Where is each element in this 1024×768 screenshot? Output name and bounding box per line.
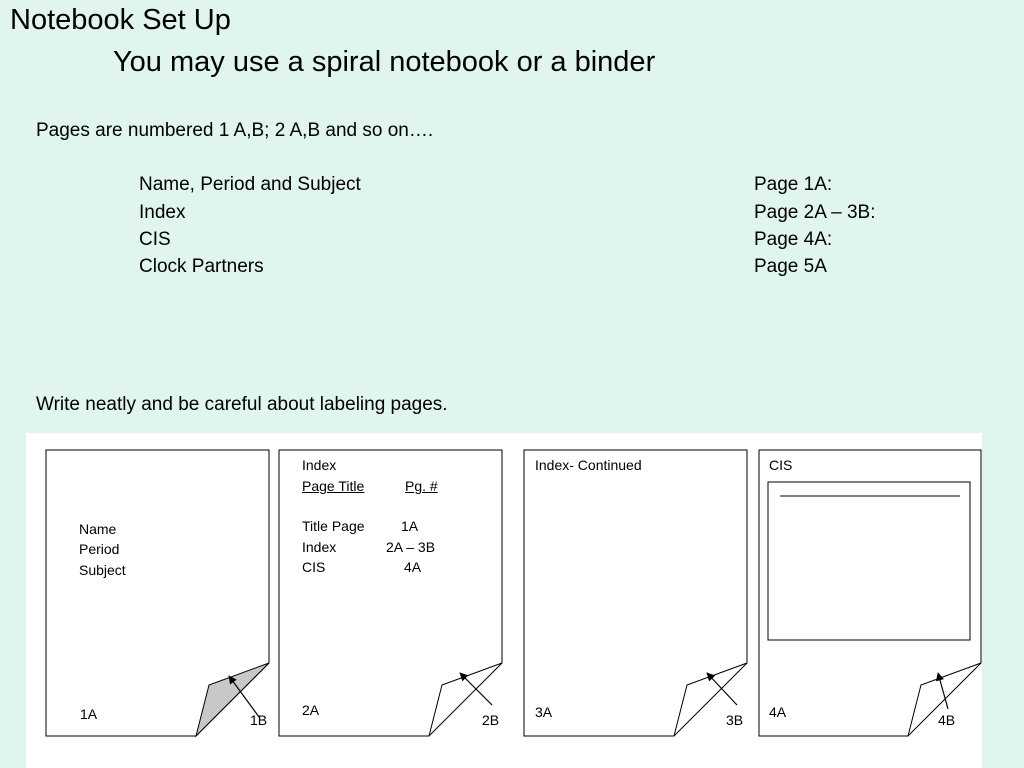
index-entry-page: 4A bbox=[404, 559, 422, 575]
page1-line-subject: Subject bbox=[79, 562, 126, 578]
page4-front-label: 4A bbox=[769, 704, 787, 720]
index-entry-title: Index bbox=[302, 539, 337, 555]
page-curl bbox=[428, 662, 503, 737]
index-header-page: Pg. # bbox=[405, 478, 438, 494]
page3-back-label: 3B bbox=[726, 712, 744, 728]
index-continued-title: Index- Continued bbox=[535, 457, 642, 473]
index-title: Index bbox=[302, 457, 337, 473]
page1-front-label: 1A bbox=[80, 706, 98, 722]
notebook-page-2 bbox=[278, 449, 503, 737]
page-subtitle: You may use a spiral notebook or a binde… bbox=[113, 46, 656, 78]
index-header-title: Page Title bbox=[302, 478, 365, 494]
arrow-icon bbox=[459, 672, 493, 706]
notebook-pages-drawing bbox=[45, 449, 982, 738]
index-entry-title: Title Page bbox=[302, 518, 365, 534]
setup-page-index: Page 2A – 3B: bbox=[754, 202, 876, 223]
page3-front-label: 3A bbox=[535, 704, 553, 720]
index-entry-page: 1A bbox=[401, 518, 419, 534]
neatness-note: Write neatly and be careful about labeli… bbox=[36, 394, 448, 415]
setup-page-name: Page 1A: bbox=[754, 174, 833, 195]
page4-back-label: 4B bbox=[938, 712, 956, 728]
page-curl bbox=[673, 662, 748, 737]
setup-item-index: Index bbox=[139, 202, 186, 223]
notebook-page-1 bbox=[45, 449, 270, 738]
notebook-page-4 bbox=[758, 449, 982, 737]
setup-page-cis: Page 4A: bbox=[754, 229, 833, 250]
arrow-icon bbox=[706, 672, 738, 706]
setup-item-name: Name, Period and Subject bbox=[139, 174, 361, 195]
setup-page-clock: Page 5A bbox=[754, 256, 827, 277]
page1-back-label: 1B bbox=[250, 712, 268, 728]
notebook-page-3 bbox=[523, 449, 748, 737]
page2-front-label: 2A bbox=[302, 702, 320, 718]
page1-line-period: Period bbox=[79, 541, 120, 557]
index-entry-page: 2A – 3B bbox=[386, 539, 436, 555]
page-curl-shaded bbox=[195, 662, 270, 738]
numbering-instructions: Pages are numbered 1 A,B; 2 A,B and so o… bbox=[36, 120, 434, 141]
arrow-icon bbox=[935, 672, 949, 710]
setup-item-clock: Clock Partners bbox=[139, 256, 264, 277]
arrow-icon bbox=[228, 675, 260, 718]
page2-back-label: 2B bbox=[482, 712, 500, 728]
index-entry-title: CIS bbox=[302, 559, 326, 575]
page-curl bbox=[907, 662, 982, 737]
cis-title: CIS bbox=[769, 457, 793, 473]
setup-item-cis: CIS bbox=[139, 229, 171, 250]
notebook-diagram: Name Period Subject 1A 1B Index Page Tit… bbox=[26, 433, 982, 768]
page1-line-name: Name bbox=[79, 521, 117, 537]
cis-box bbox=[767, 481, 971, 641]
page-title: Notebook Set Up bbox=[10, 4, 231, 36]
